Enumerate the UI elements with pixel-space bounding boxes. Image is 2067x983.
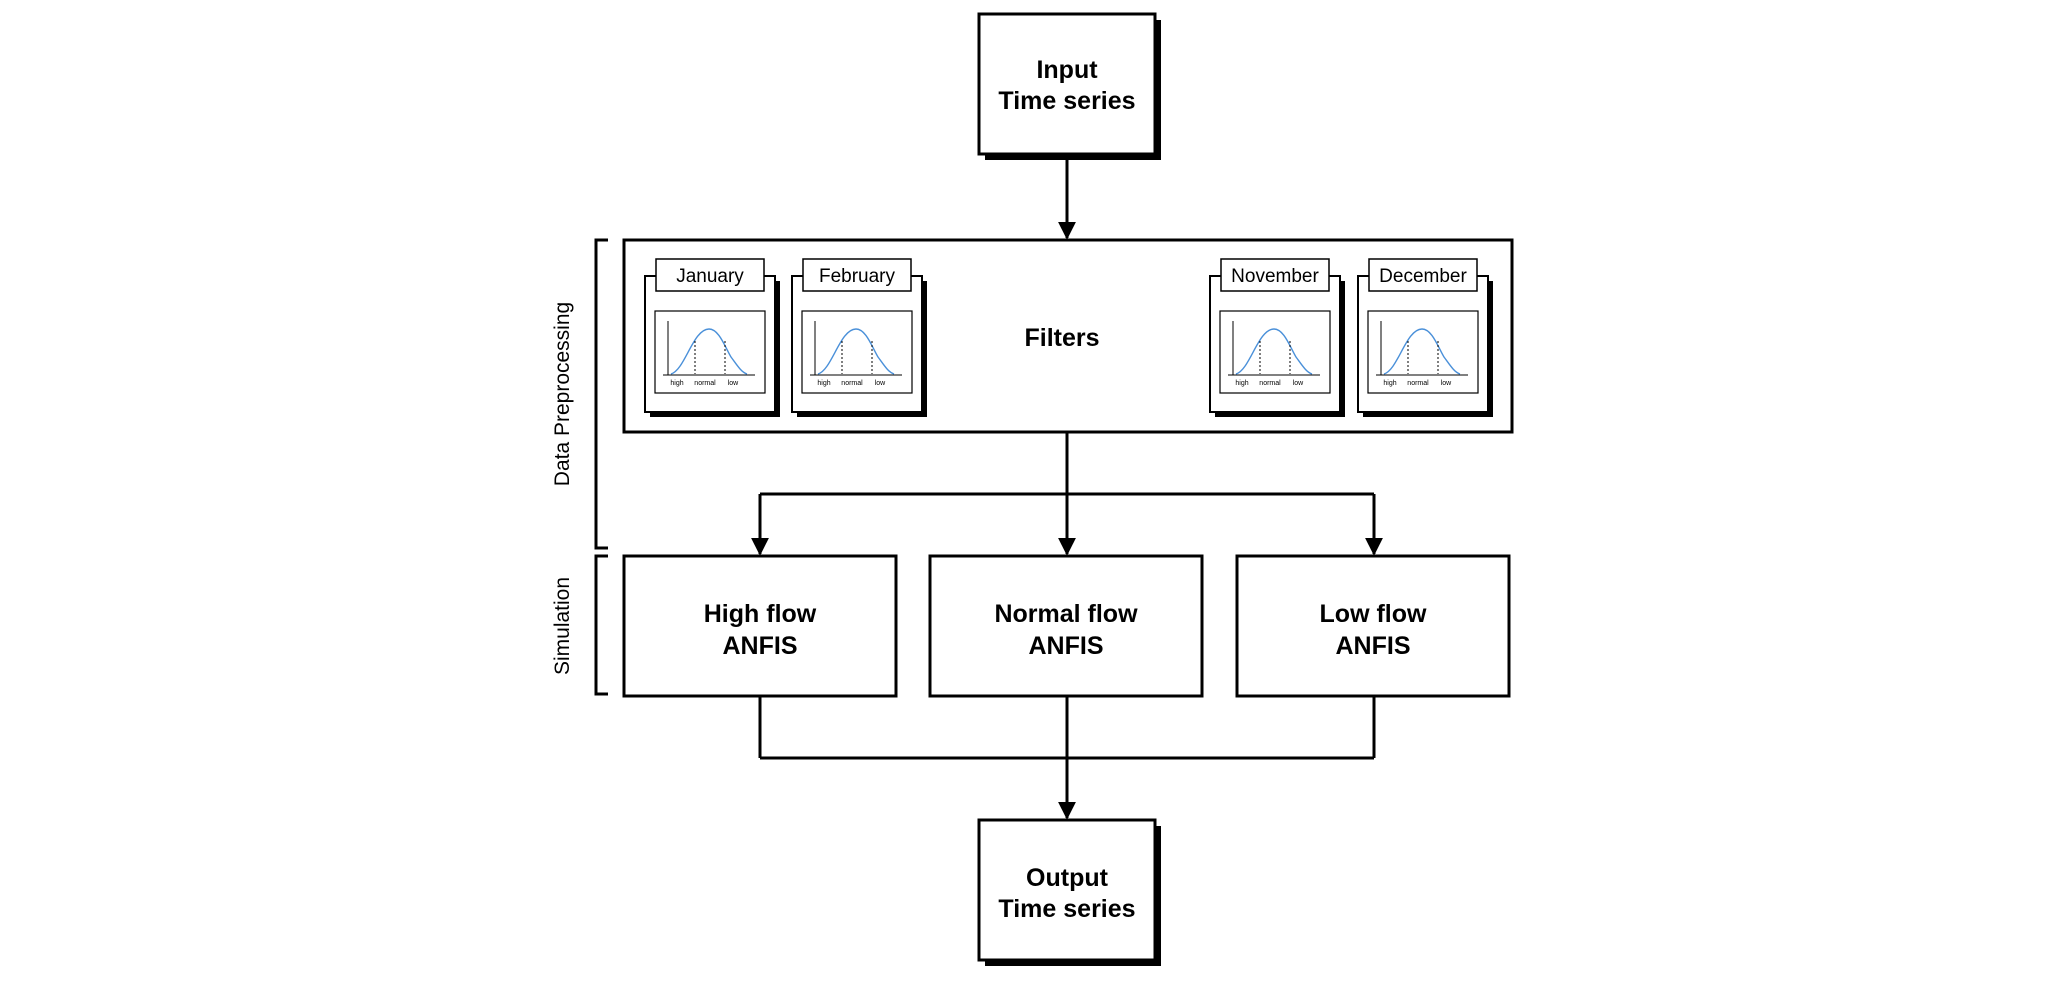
output-subtitle: Time series (998, 895, 1135, 923)
flow-distribution-curve (1383, 328, 1461, 375)
month-label-january: January (676, 266, 744, 287)
simulation-label: Simulation (551, 577, 574, 675)
mini-plot-frame (1219, 310, 1331, 394)
curve-label-low: low (875, 380, 886, 387)
flow-distribution-curve (670, 328, 748, 375)
month-label-november: November (1231, 266, 1319, 287)
high-flow-subtitle: ANFIS (723, 632, 798, 660)
mini-plot-frame (801, 310, 913, 394)
simulation-bracket: Simulation (551, 554, 608, 696)
curve-label-normal: normal (1407, 380, 1429, 387)
output-title: Output (1026, 864, 1109, 892)
curve-label-high: high (1235, 380, 1248, 387)
high-flow-anfis-node: High flow ANFIS (622, 554, 898, 698)
preprocessing-label: Data Preprocessing (551, 302, 574, 486)
filters-node: Filters January high normal low February high… (622, 238, 1514, 434)
normal-flow-title: Normal flow (994, 600, 1138, 628)
month-label-february: February (819, 266, 896, 287)
input-node: Input Time series (977, 12, 1161, 160)
curve-label-normal: normal (1259, 380, 1281, 387)
month-card-february: February high normal low (791, 258, 927, 417)
output-node: Output Time series (977, 818, 1161, 966)
input-title: Input (1036, 56, 1098, 84)
flow-distribution-curve (1235, 328, 1313, 375)
curve-label-high: high (670, 380, 683, 387)
mini-plot-frame (1367, 310, 1479, 394)
curve-label-low: low (1293, 380, 1304, 387)
curve-label-high: high (1383, 380, 1396, 387)
month-card-december: December high normal low (1357, 258, 1493, 417)
month-card-november: November high normal low (1209, 258, 1345, 417)
low-flow-subtitle: ANFIS (1336, 632, 1411, 660)
preprocessing-bracket: Data Preprocessing (551, 238, 608, 550)
high-flow-title: High flow (704, 600, 817, 628)
month-cards: January high normal low February high normal lo… (644, 258, 1493, 417)
curve-label-low: low (1441, 380, 1452, 387)
curve-label-high: high (817, 380, 830, 387)
normal-flow-anfis-node: Normal flow ANFIS (928, 554, 1204, 698)
curve-label-normal: normal (694, 380, 716, 387)
filters-title: Filters (1024, 324, 1099, 352)
normal-flow-subtitle: ANFIS (1029, 632, 1104, 660)
month-label-december: December (1379, 266, 1467, 287)
curve-label-normal: normal (841, 380, 863, 387)
mini-plot-frame (654, 310, 766, 394)
month-card-january: January high normal low (644, 258, 780, 417)
low-flow-anfis-node: Low flow ANFIS (1235, 554, 1511, 698)
input-subtitle: Time series (998, 87, 1135, 115)
flow-distribution-curve (817, 328, 895, 375)
low-flow-title: Low flow (1320, 600, 1427, 628)
curve-label-low: low (728, 380, 739, 387)
